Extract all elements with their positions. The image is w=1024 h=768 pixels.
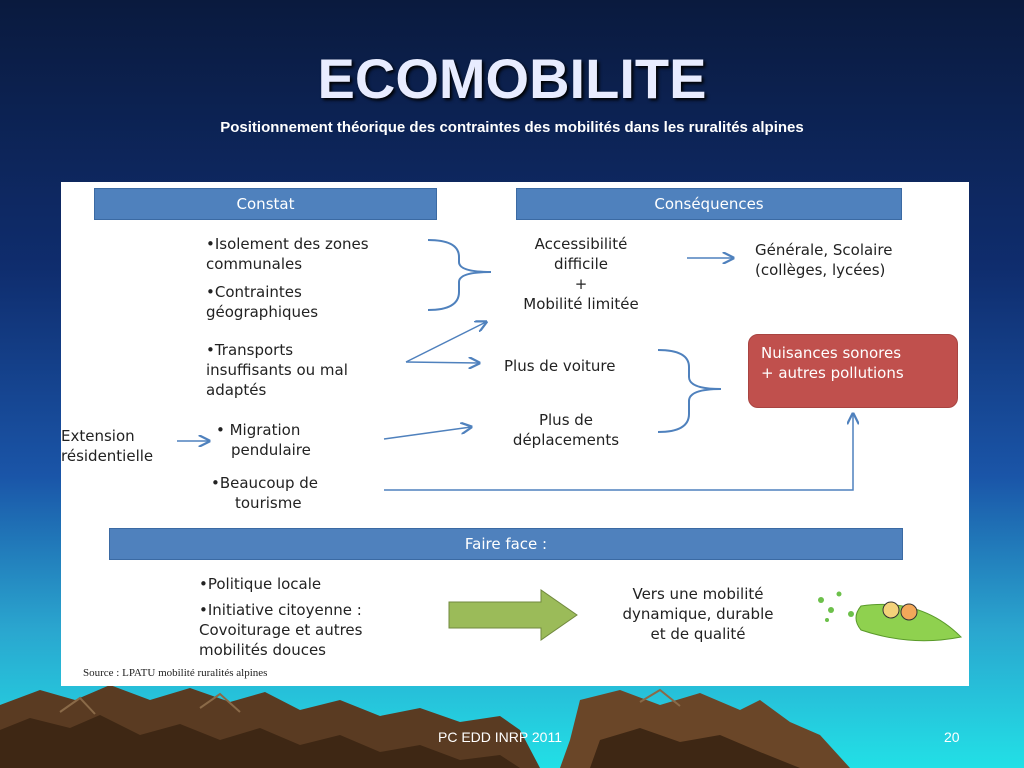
consequence-generale: Générale, Scolaire(collèges, lycées) <box>755 241 893 279</box>
brace-constat <box>427 239 492 311</box>
consequence-voiture: Plus de voiture <box>504 357 616 375</box>
arrow-transports-voiture <box>405 362 479 363</box>
arrow-tourisme-nuisances <box>384 414 853 491</box>
nuisances-box: Nuisances sonores+ autres pollutions <box>748 334 958 408</box>
page-number: 20 <box>944 729 960 745</box>
source-note: Source : LPATU mobilité ruralités alpine… <box>83 667 268 679</box>
footer-text: PC EDD INRP 2011 <box>438 729 562 745</box>
leaf-illustration-icon <box>818 591 963 642</box>
arrow-migration-deplacements <box>383 427 471 440</box>
diagram-connectors <box>177 239 963 642</box>
header-faire-face: Faire face : <box>109 528 903 560</box>
arrow-transports-accessibilite <box>405 322 486 363</box>
slide-subtitle: Positionnement théorique des contraintes… <box>220 119 804 136</box>
faire-face-initiative: •Initiative citoyenne :Covoiturage et au… <box>199 601 363 659</box>
slide-title: ECOMOBILITE <box>317 47 707 110</box>
header-consequences: Conséquences <box>516 188 902 220</box>
brace-consequences <box>657 349 722 433</box>
green-arrow-icon <box>448 589 578 641</box>
faire-face-politique: •Politique locale <box>199 575 322 593</box>
header-constat: Constat <box>94 188 437 220</box>
diagram-panel: Constat Conséquences Faire face : •Isole… <box>61 182 969 686</box>
